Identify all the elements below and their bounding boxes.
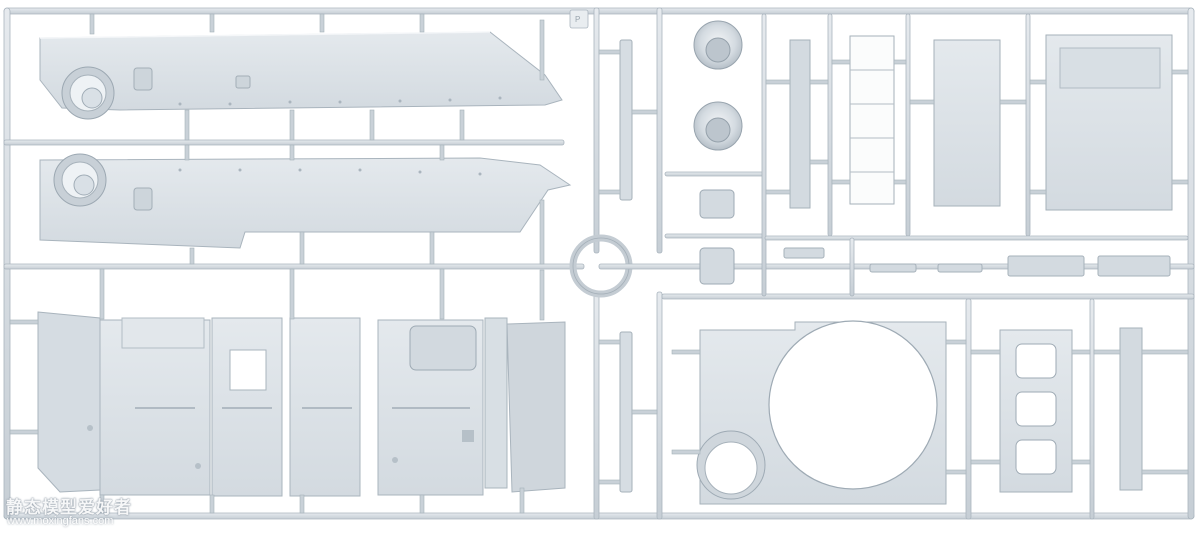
sprue-frame	[3, 7, 1195, 520]
ladder-frame-parts	[789, 34, 1173, 211]
watermark-url[interactable]: www.moxingfans.com	[7, 515, 114, 527]
wheel-hub-parts	[693, 20, 743, 285]
fender-skirt-panels	[37, 311, 566, 497]
hatch-frame-part	[999, 327, 1143, 493]
turret-ring-plate	[696, 320, 947, 505]
hull-side-plate-upper	[39, 31, 563, 120]
hull-side-plate-lower	[39, 153, 572, 249]
sprue-gates	[9, 13, 1189, 514]
watermark: 静态模型爱好者 www.moxingfans.com	[6, 493, 176, 533]
small-rails-center	[619, 39, 633, 493]
small-brackets-row	[783, 247, 1171, 277]
watermark-chinese-text: 静态模型爱好者	[6, 498, 132, 518]
sprue-tab-letter: P	[575, 15, 580, 24]
